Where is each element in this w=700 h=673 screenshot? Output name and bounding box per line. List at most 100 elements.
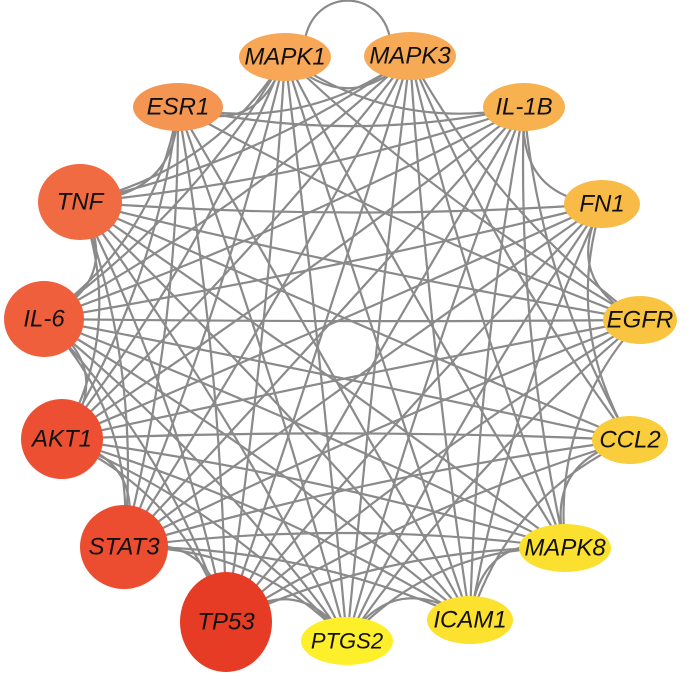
- edge-tnf-ptgs2: [78, 200, 349, 643]
- edge-tp53-esr1: [176, 105, 228, 624]
- edge-fn1-ptgs2: [345, 202, 604, 643]
- node-label-mapk3: MAPK3: [369, 43, 451, 70]
- node-stat3: STAT3: [80, 505, 168, 589]
- edge-esr1-ptgs2: [176, 105, 349, 643]
- node-shape-tnf: [38, 164, 122, 240]
- node-label-icam1: ICAM1: [433, 607, 506, 634]
- edge-esr1-egfr: [176, 105, 642, 322]
- node-mapk1: MAPK1: [239, 33, 331, 81]
- edge-stat3-ccl2: [122, 438, 632, 549]
- node-shape-fn1: [564, 180, 640, 228]
- node-akt1: AKT1: [21, 399, 103, 479]
- node-shape-akt1: [21, 399, 103, 479]
- edge-stat3-il-1b: [122, 105, 526, 549]
- node-label-akt1: AKT1: [30, 426, 92, 453]
- edge-tnf-fn1: [78, 200, 604, 214]
- node-shape-stat3: [80, 505, 168, 589]
- edge-tnf-egfr: [78, 200, 642, 322]
- edge-il-6-ccl2: [42, 317, 632, 442]
- node-tp53: TP53: [180, 572, 272, 672]
- node-shape-ptgs2: [301, 617, 393, 665]
- edge-akt1-esr1: [60, 105, 180, 441]
- edge-esr1-icam1: [176, 105, 472, 622]
- node-label-esr1: ESR1: [147, 94, 210, 121]
- edge-il-6-fn1: [42, 202, 604, 321]
- node-shape-il-1b: [483, 83, 565, 131]
- node-label-fn1: FN1: [579, 191, 624, 218]
- node-icam1: ICAM1: [427, 596, 513, 644]
- node-shape-mapk3: [364, 32, 456, 80]
- node-label-mapk8: MAPK8: [524, 535, 606, 562]
- edge-stat3-icam1: [122, 545, 472, 622]
- node-label-egfr: EGFR: [607, 307, 674, 334]
- edge-mapk3-icam1: [408, 54, 472, 622]
- node-shape-mapk8: [519, 524, 611, 572]
- edge-tp53-fn1: [224, 202, 604, 624]
- node-shape-ccl2: [592, 416, 668, 464]
- edge-akt1-icam1: [60, 437, 472, 622]
- edge-stat3-esr1: [122, 105, 180, 549]
- node-shape-mapk1: [239, 33, 331, 81]
- node-il-6: IL-6: [4, 281, 84, 357]
- edge-tp53-il-1b: [224, 105, 526, 624]
- edge-il-1b-mapk8: [521, 105, 567, 550]
- edge-akt1-egfr: [60, 318, 642, 441]
- edge-fn1-ccl2: [586, 202, 632, 442]
- node-shape-il-6: [4, 281, 84, 357]
- node-mapk3: MAPK3: [364, 32, 456, 80]
- node-shape-icam1: [427, 596, 513, 644]
- edge-akt1-fn1: [60, 202, 604, 441]
- edge-akt1-ptgs2: [60, 437, 349, 643]
- edge-mapk3-ptgs2: [345, 54, 412, 643]
- node-fn1: FN1: [564, 180, 640, 228]
- node-mapk8: MAPK8: [519, 524, 611, 572]
- edge-stat3-mapk1: [122, 55, 287, 549]
- edge-il-6-il-1b: [42, 105, 526, 321]
- edge-egfr-ptgs2: [345, 318, 642, 643]
- node-label-tnf: TNF: [57, 189, 105, 216]
- edge-akt1-mapk8: [60, 437, 567, 550]
- edge-tnf-il-1b: [78, 105, 526, 204]
- node-il-1b: IL-1B: [483, 83, 565, 131]
- node-label-ptgs2: PTGS2: [311, 629, 383, 654]
- edge-tnf-mapk8: [78, 200, 567, 550]
- edge-tnf-ccl2: [78, 200, 632, 442]
- edge-mapk1-mapk8: [283, 55, 567, 550]
- node-label-stat3: STAT3: [88, 534, 160, 561]
- node-shape-egfr: [603, 296, 677, 344]
- edge-il-6-egfr: [42, 317, 642, 323]
- edge-akt1-il-1b: [60, 105, 526, 441]
- edge-il-1b-ptgs2: [345, 105, 526, 643]
- edge-egfr-mapk8: [562, 318, 642, 550]
- node-ptgs2: PTGS2: [301, 617, 393, 665]
- edge-il-6-mapk1: [42, 55, 287, 321]
- edge-tp53-mapk3: [224, 54, 412, 624]
- edge-il-1b-ccl2: [522, 105, 632, 442]
- edge-mapk1-icam1: [283, 55, 472, 622]
- node-ccl2: CCL2: [592, 416, 668, 464]
- edge-stat3-fn1: [122, 202, 604, 549]
- edge-il-6-icam1: [42, 317, 472, 622]
- node-egfr: EGFR: [603, 296, 677, 344]
- node-shape-tp53: [180, 572, 272, 672]
- edge-mapk3-mapk8: [408, 54, 567, 550]
- edge-akt1-ccl2: [60, 432, 632, 442]
- node-label-tp53: TP53: [197, 609, 255, 636]
- node-label-ccl2: CCL2: [599, 427, 660, 454]
- node-label-il-6: IL-6: [23, 306, 65, 333]
- node-label-il-1b: IL-1B: [495, 94, 552, 121]
- edge-mapk1-mapk3-outer: [303, 0, 392, 41]
- edge-mapk1-ptgs2: [283, 55, 349, 643]
- edge-tp53-tnf: [78, 200, 228, 624]
- node-tnf: TNF: [38, 164, 122, 240]
- edge-il-1b-icam1: [468, 105, 526, 622]
- node-label-mapk1: MAPK1: [244, 44, 325, 71]
- edge-il-6-mapk8: [42, 317, 567, 550]
- edge-esr1-il-1b: [176, 105, 526, 128]
- edge-akt1-mapk3: [60, 54, 412, 441]
- edge-il-6-ptgs2: [42, 317, 349, 643]
- node-esr1: ESR1: [133, 83, 223, 131]
